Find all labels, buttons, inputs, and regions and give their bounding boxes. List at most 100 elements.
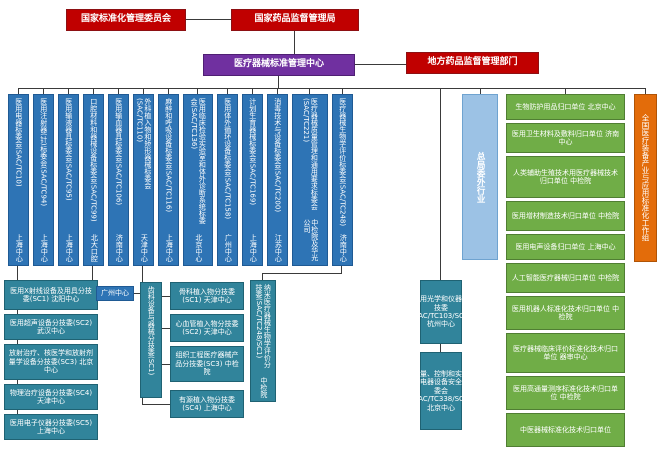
committee-code: (SAC/TC200) <box>273 168 282 213</box>
sub-name: 纳米医疗器械生物学评价分技委 <box>255 284 272 368</box>
sub-name: 齿科设备与器械分技委(SC1) <box>147 286 156 376</box>
unit-center: 中检院 <box>570 177 592 185</box>
drop-line <box>440 88 441 280</box>
committee-center: 广州中心 <box>224 234 233 262</box>
standards-center-box: 医疗器械标准管理中心 <box>203 54 355 76</box>
committee-code: (SAC/TC106) <box>114 161 123 206</box>
committee-center: 上海中心 <box>15 234 24 262</box>
connector-line <box>278 76 279 88</box>
assigned-unit-high-throughput-sequencing: 医用高通量测序标准化技术归口单位 中检院 <box>506 376 625 410</box>
committee-box-tc106: 医用输血器具标委会(SAC/TC106) 济南中心 <box>108 94 129 266</box>
committee-name: 消毒技术与设备标委会 <box>273 98 282 168</box>
subcommittee-box-xray: 医用X射线设备及用具分技委(SC1) 沈阳中心 <box>4 280 98 310</box>
section-label-box: 总局委外行业 <box>462 94 498 260</box>
subcommittee-box-physiotherapy: 物理治疗设备分技委(SC4) 天津中心 <box>4 384 98 410</box>
unit-name: 医用卫生材料及敷料归口单位 <box>511 129 603 138</box>
section-label: 总局委外行业 <box>475 151 486 203</box>
assigned-unit-clinical-evaluation: 医疗器械临床评价标准化技术归口单位 器审中心 <box>506 333 625 373</box>
sub-name: 心血管植入物分技委(SC2) <box>175 319 239 336</box>
committee-box-tc158: 医用体外循环设备标委会(SAC/TC158) 广州中心 <box>217 94 238 266</box>
committee-box-tc94: 医用注射器(针)标委会(SAC/TC94) 上海中心 <box>33 94 54 266</box>
drop-line <box>309 88 310 94</box>
subcommittee-box-nano: 纳米医疗器械生物学评价分技委(SAC/TC248/SC1) 中检院 <box>250 280 276 402</box>
committee-center: 天津中心 <box>140 234 149 262</box>
drop-line <box>68 88 69 94</box>
subcommittee-box-measurement-control: 测量、控制和实验室电器设备安全标委会(SAC/TC338/SC1) 北京中心 <box>411 352 471 430</box>
sub-center: 上海中心 <box>37 427 65 435</box>
local-authority-label: 地方药品监督管理部门 <box>427 57 518 68</box>
connector-line <box>294 31 295 54</box>
sub-name: 骨科植入物分技委(SC1) <box>179 287 235 304</box>
tc110-tick <box>142 404 170 405</box>
sub-center: 沈阳中心 <box>51 295 80 303</box>
assigned-unit-ai-devices: 人工智能医疗器械归口单位 中检院 <box>506 263 625 293</box>
tc248-connector <box>262 273 263 281</box>
unit-name: 医用增材制造技术归口单位 <box>511 211 596 220</box>
sub-center: 中检院 <box>203 359 239 377</box>
sub-center: 天津中心 <box>37 397 65 405</box>
sub-name: 测量、控制和实验室电器设备安全标委会 <box>413 370 469 395</box>
subcommittee-box-cardiovascular: 心血管植入物分技委(SC2) 天津中心 <box>170 314 244 342</box>
sub-center: 中检院 <box>259 377 268 398</box>
committee-center: 上海中心 <box>249 234 258 262</box>
committee-name: 麻醉和呼吸设备标委会 <box>164 98 173 168</box>
drop-line <box>93 88 94 94</box>
drop-line <box>18 88 19 94</box>
committee-box-tc200: 消毒技术与设备标委会(SAC/TC200) 江苏中心 <box>267 94 288 266</box>
subcommittee-box-electronic: 医用电子仪器分技委(SC5) 上海中心 <box>4 414 98 440</box>
drop-line <box>197 88 198 94</box>
sub-center: 北京中心 <box>427 403 455 412</box>
unit-center: 中检院 <box>598 211 620 220</box>
committee-box-tc95: 医用输液器具标委会(SAC/TC95) 上海中心 <box>58 94 79 266</box>
drop-line <box>342 88 343 94</box>
assigned-unit-electroacoustic: 医用电声设备归口单位 上海中心 <box>506 234 625 260</box>
unit-name: 人类辅助生殖技术用医疗器械技术归口单位 <box>513 168 618 185</box>
committee-code: (SAC/TC136) <box>190 105 198 150</box>
sub-code: (SAC/TC248/SC1) <box>255 298 263 359</box>
committee-center: 北大口腔 <box>90 234 99 262</box>
unit-center: 上海中心 <box>587 242 616 251</box>
committee-code: (SAC/TC221) <box>302 98 310 143</box>
sub-name: 放射治疗、核医学和放射剂量学设备分技委(SC3) <box>8 349 93 366</box>
connector-line <box>440 344 441 352</box>
sub-code: (SAC/TC103/SC1) <box>410 312 472 320</box>
unit-name: 人工智能医疗器械归口单位 <box>511 273 596 282</box>
bus-line <box>18 88 646 89</box>
tc99-connector <box>92 266 93 293</box>
sub-name: 医用超声设备分技委(SC2) <box>9 318 93 327</box>
committee-center: 北京中心 <box>194 234 203 262</box>
sub-name: 组织工程医疗器械产品分技委(SC3) <box>175 351 239 368</box>
sub-center: 天津中心 <box>203 296 232 304</box>
committee-code: (SAC/TC99) <box>89 182 98 222</box>
sub-code: (SAC/TC338/SC1) <box>410 395 472 404</box>
drop-line <box>480 88 481 94</box>
subcommittee-box-orthopedic: 骨科植入物分技委(SC1) 天津中心 <box>170 282 244 310</box>
committee-code: (SAC/TC248) <box>338 182 347 227</box>
unit-center: 中检院 <box>558 304 620 321</box>
sub-name: 物理治疗设备分技委(SC4) <box>9 388 93 397</box>
unit-center: 北京中心 <box>587 102 616 111</box>
committee-code: (SAC/TC10) <box>14 147 23 187</box>
committee-name: 计划生育器械标委会 <box>248 98 257 161</box>
drop-line <box>227 88 228 94</box>
committee-center: 济南中心 <box>339 234 348 262</box>
sub-center: 天津中心 <box>203 328 232 336</box>
committee-name: 医用电器标委会 <box>14 98 23 147</box>
unit-name: 生物防护用品归口单位 <box>515 102 586 111</box>
committee-code: (SAC/TC116) <box>164 168 173 213</box>
connector-line <box>355 64 406 65</box>
nmpa-box: 国家药品监督管理局 <box>231 9 359 31</box>
assigned-unit-tcm-devices: 中医器械标准化技术归口单位 <box>506 413 625 447</box>
drop-line <box>118 88 119 94</box>
committee-name: 医用输血器具标委会 <box>114 98 123 161</box>
unit-name: 中医器械标准化技术归口单位 <box>520 425 611 434</box>
committee-code: (SAC/TC94) <box>39 166 48 207</box>
drop-line <box>43 88 44 94</box>
subcommittee-box-active-implants: 有源植入物分技委(SC4) 上海中心 <box>170 390 244 418</box>
committee-center: 中检院及华光公司 <box>303 219 319 262</box>
drop-line <box>143 88 144 94</box>
sub-name: 医用X射线设备及用具分技委(SC1) <box>10 286 92 303</box>
sac-label: 国家标准化管理委员会 <box>80 14 171 25</box>
committee-name: 口腔材料和器械设备标委会 <box>89 98 98 182</box>
